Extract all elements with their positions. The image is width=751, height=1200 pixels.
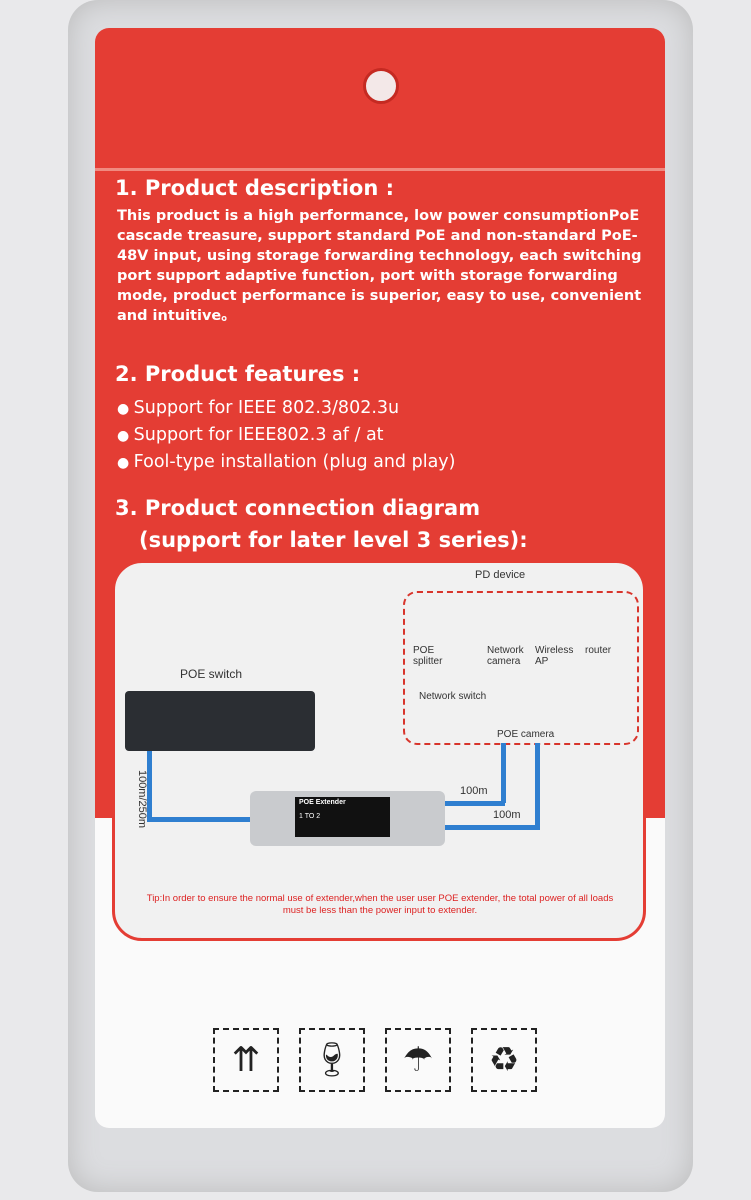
cable — [445, 825, 540, 830]
cable — [147, 751, 152, 821]
wireless-ap-label: Wireless AP — [535, 645, 574, 667]
section-3-title: 3. Product connection diagram — [115, 496, 481, 520]
section-3-subtitle: (support for later level 3 series): — [139, 528, 528, 552]
package-card: 1. Product description : This product is… — [95, 28, 665, 1128]
cable — [535, 743, 540, 828]
cable — [445, 801, 505, 806]
pd-device-label: PD device — [475, 569, 526, 581]
extender-ratio: 1 TO 2 — [299, 813, 321, 820]
extender-title: POE Extender — [299, 799, 346, 806]
handling-symbols: ⇈ 🍷︎ ☂ ♻ — [213, 1028, 537, 1092]
poe-extender-image: POE Extender 1 TO 2 — [250, 791, 445, 846]
section-2-title: 2. Product features : — [115, 362, 361, 386]
output-length-1: 100m — [460, 785, 488, 797]
connection-diagram: PD device POE splitter Network camera Wi… — [112, 560, 646, 941]
cable — [501, 743, 506, 803]
poe-splitter-label: POE splitter — [413, 645, 443, 667]
poe-switch-image — [125, 691, 315, 751]
output-length-2: 100m — [493, 809, 521, 821]
input-length: 100m/250m — [136, 769, 149, 829]
product-description: This product is a high performance, low … — [117, 208, 642, 324]
router-label: router — [585, 645, 612, 656]
pd-device-box: POE splitter Network camera Wireless AP … — [403, 591, 639, 745]
network-switch-label: Network switch — [419, 691, 487, 702]
poe-camera-label: POE camera — [497, 729, 555, 740]
feature-item: Support for IEEE802.3 af / at — [117, 425, 384, 445]
extender-label: POE Extender 1 TO 2 — [295, 797, 390, 837]
this-way-up-icon: ⇈ — [213, 1028, 279, 1092]
cable — [147, 817, 252, 822]
fragile-icon: 🍷︎ — [299, 1028, 365, 1092]
feature-item: Fool-type installation (plug and play) — [117, 452, 456, 472]
network-camera-label: Network camera — [487, 645, 524, 667]
tip-text: Tip:In order to ensure the normal use of… — [146, 893, 614, 916]
keep-dry-icon: ☂ — [385, 1028, 451, 1092]
divider — [95, 168, 665, 171]
poe-switch-label: POE switch — [180, 667, 243, 681]
recycle-icon: ♻ — [471, 1028, 537, 1092]
feature-item: Support for IEEE 802.3/802.3u — [117, 398, 399, 418]
hang-hole — [363, 68, 399, 104]
section-1-title: 1. Product description : — [115, 176, 394, 200]
